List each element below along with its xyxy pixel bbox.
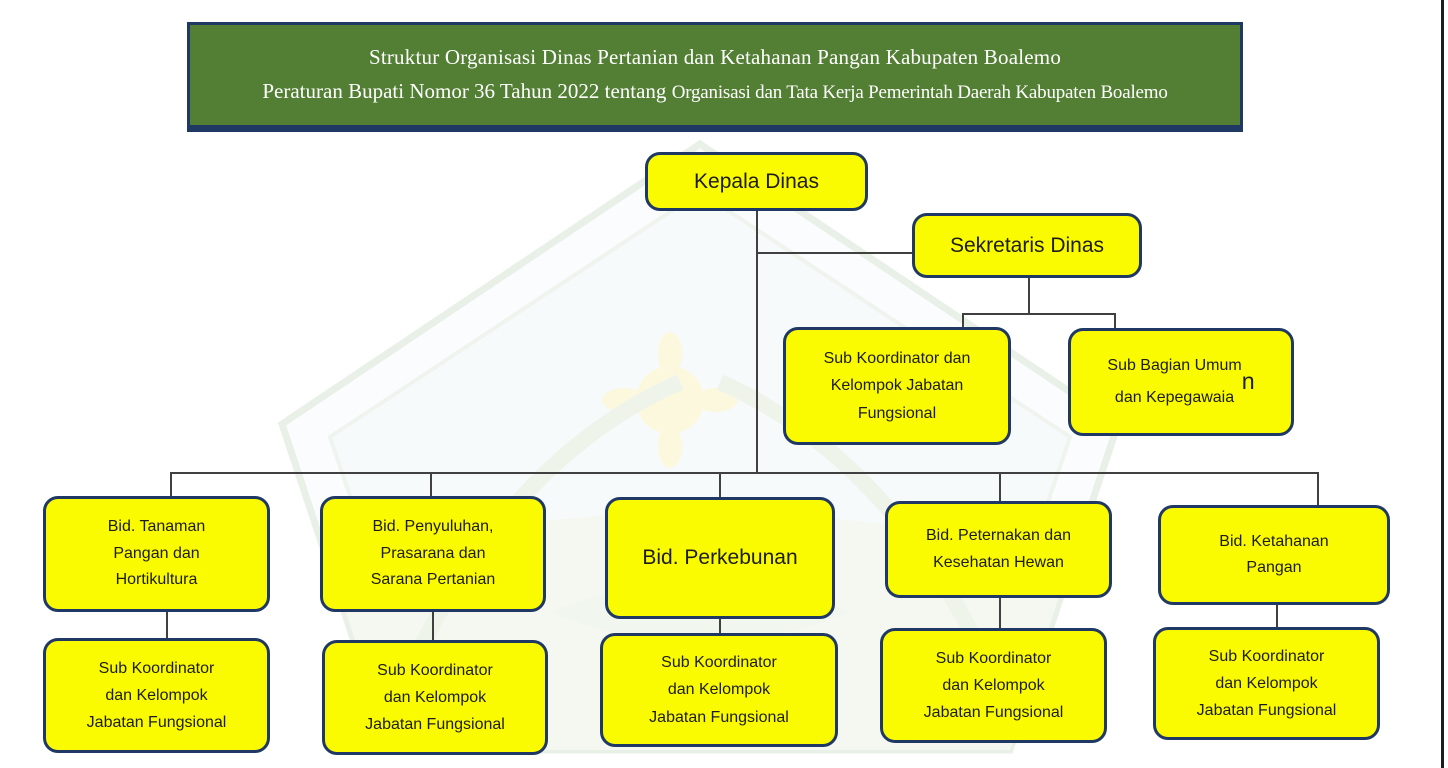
title-banner: Struktur Organisasi Dinas Pertanian dan … [187,22,1243,132]
node-sub-koordinator-sekretariat: Sub Koordinator dan Kelompok Jabatan Fun… [783,327,1011,445]
node-sekretaris-dinas: Sekretaris Dinas [912,213,1142,278]
node-bid-ketahanan-pangan: Bid. Ketahanan Pangan [1158,505,1390,605]
title-line-2: Peraturan Bupati Nomor 36 Tahun 2022 ten… [262,74,1167,110]
sub-bagian-umum-text: Sub Bagian Umum dan Kepegawaia [1107,357,1242,406]
connector-drop-bid-peternakan [999,472,1001,503]
node-sub-koordinator-penyuluhan: Sub Koordinator dan Kelompok Jabatan Fun… [322,640,548,755]
connector-bid5-sub5 [1276,605,1278,629]
connector-bid2-sub2 [432,612,434,642]
connector-main-horizontal [170,472,1319,474]
title-line-2-regulation: Peraturan Bupati Nomor 36 Tahun 2022 ten… [262,79,672,103]
node-sub-koordinator-ketahanan: Sub Koordinator dan Kelompok Jabatan Fun… [1153,627,1380,740]
connector-drop-sub-bagian-umum [1114,313,1116,330]
connector-bid4-sub4 [999,598,1001,630]
connector-drop-bid-tanaman [170,472,172,498]
connector-to-sekretaris [756,252,914,254]
node-sub-koordinator-peternakan: Sub Koordinator dan Kelompok Jabatan Fun… [880,628,1107,743]
node-bid-penyuluhan: Bid. Penyuluhan, Prasarana dan Sarana Pe… [320,496,546,612]
connector-sekretaris-horizontal [962,313,1116,315]
connector-bid1-sub1 [166,612,168,640]
title-line-2-subject: Organisasi dan Tata Kerja Pemerintah Dae… [671,82,1168,103]
connector-kepala-trunk [756,211,758,474]
connector-drop-sub-koordinator-sek [962,313,964,329]
connector-bid3-sub3 [719,619,721,635]
node-sub-koordinator-tanaman: Sub Koordinator dan Kelompok Jabatan Fun… [43,638,270,753]
connector-drop-bid-perkebunan [719,472,721,499]
connector-drop-bid-ketahanan [1317,472,1319,507]
node-bid-perkebunan: Bid. Perkebunan [605,497,835,619]
sub-bagian-umum-text-large-n: n [1241,368,1255,395]
node-sub-koordinator-perkebunan: Sub Koordinator dan Kelompok Jabatan Fun… [600,633,838,747]
page-right-border [1441,0,1444,768]
node-kepala-dinas: Kepala Dinas [645,152,868,211]
connector-sekretaris-stub [1028,278,1030,315]
connector-drop-bid-penyuluhan [430,472,432,498]
title-line-1: Struktur Organisasi Dinas Pertanian dan … [368,45,1062,69]
node-bid-peternakan: Bid. Peternakan dan Kesehatan Hewan [885,501,1112,598]
node-bid-tanaman-pangan: Bid. Tanaman Pangan dan Hortikultura [43,496,270,612]
